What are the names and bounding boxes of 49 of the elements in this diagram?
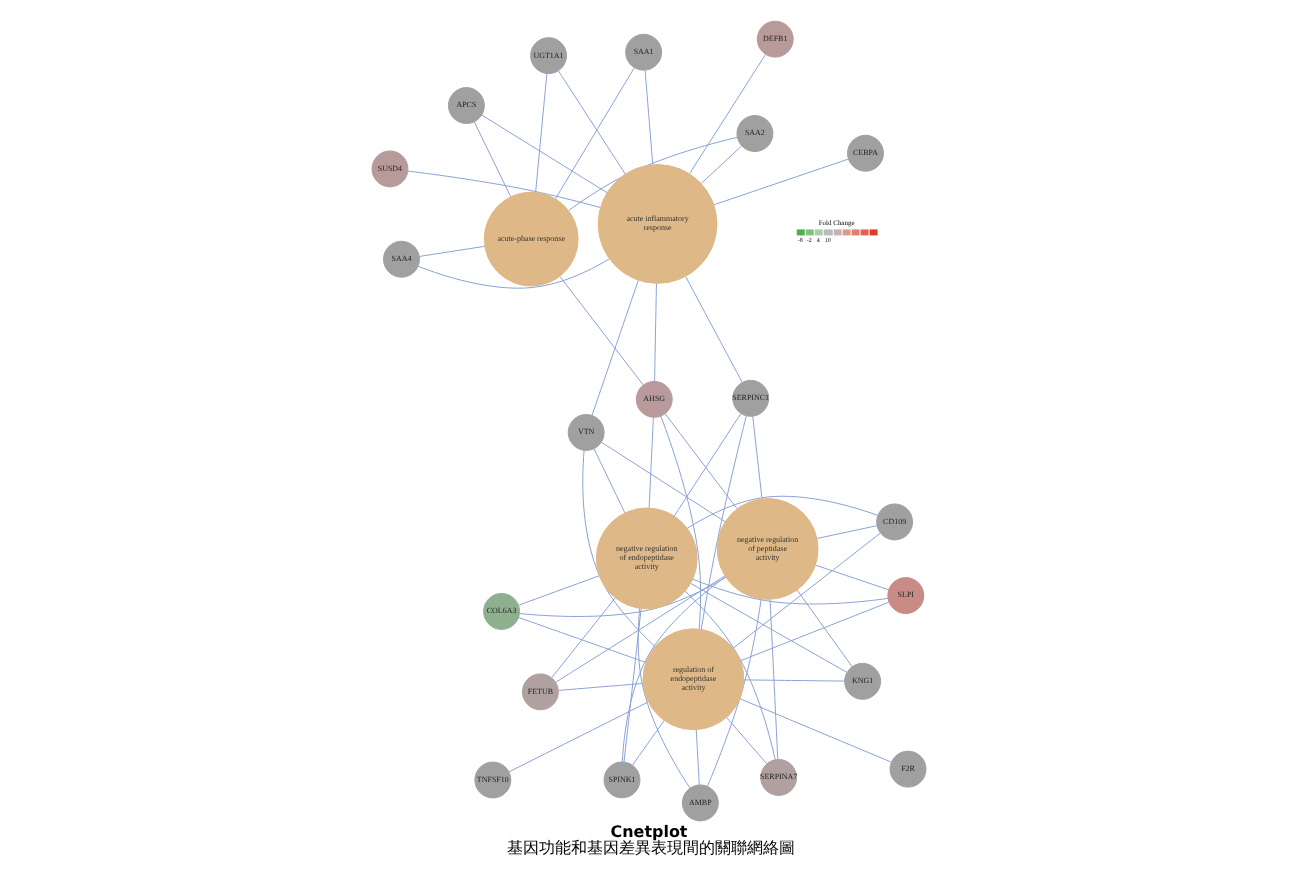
connector (742, 679, 844, 682)
connector (643, 69, 653, 165)
connector (751, 415, 762, 500)
connector (557, 682, 643, 691)
connector (738, 698, 891, 763)
connector (554, 575, 725, 683)
connector (694, 729, 699, 786)
connector (739, 601, 889, 662)
connector (517, 575, 599, 606)
connector (725, 716, 767, 765)
connector (631, 720, 664, 766)
connector (592, 448, 625, 514)
connector (813, 564, 889, 591)
connector (550, 597, 615, 679)
connector (554, 67, 634, 200)
connector (653, 282, 656, 382)
connector (712, 158, 848, 206)
connector (507, 701, 648, 773)
connector (480, 114, 607, 194)
connector (691, 578, 888, 605)
connector (636, 607, 690, 789)
connector (684, 276, 742, 383)
connector (705, 598, 761, 787)
connector (795, 589, 852, 668)
connector (731, 532, 880, 649)
connector (768, 599, 778, 760)
connector (620, 576, 725, 763)
connector (688, 54, 765, 174)
connector (556, 70, 625, 175)
connector (518, 576, 726, 617)
connector (699, 145, 741, 184)
connector (647, 417, 653, 509)
connector (406, 170, 600, 208)
connector (599, 441, 725, 523)
connector (472, 121, 511, 198)
connector (685, 495, 878, 529)
connector (683, 590, 775, 761)
connector (517, 616, 646, 663)
connector (581, 449, 655, 647)
connector (699, 415, 746, 630)
connector (416, 258, 609, 289)
connector (558, 275, 643, 386)
connector (534, 73, 547, 193)
connector (689, 582, 847, 673)
connector (590, 279, 638, 416)
connector (622, 608, 641, 763)
connector (815, 525, 877, 539)
connector (659, 415, 701, 630)
connector (417, 245, 485, 257)
